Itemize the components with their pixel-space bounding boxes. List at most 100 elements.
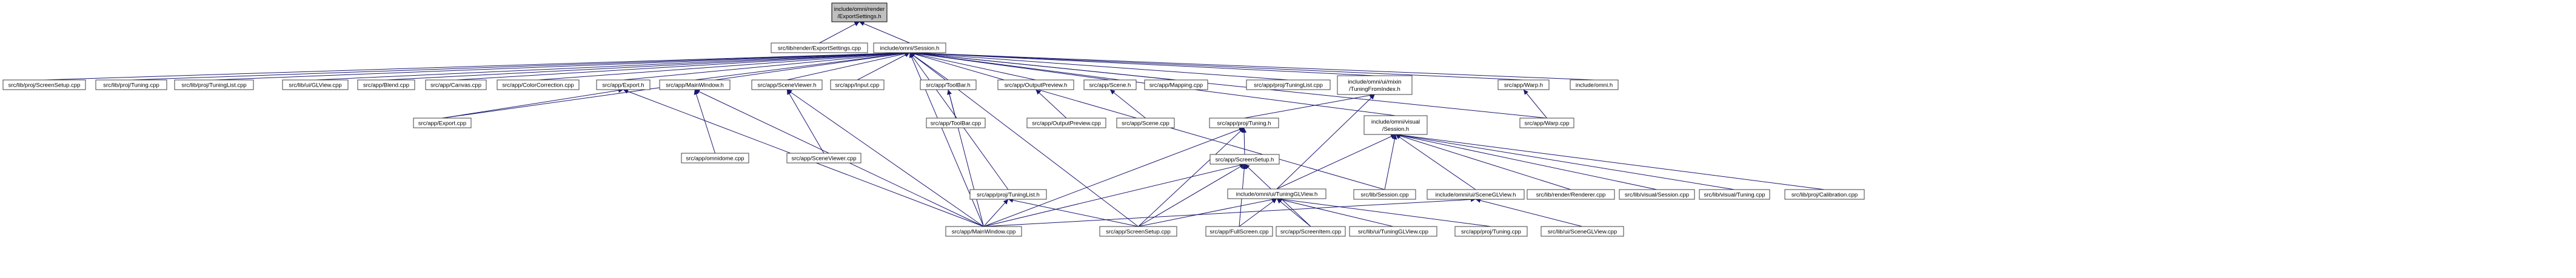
graph-node-lib-proj-calibration-cpp[interactable]: src/lib/proj/Calibration.cpp [1784, 189, 1865, 200]
graph-node-lib-proj-tuninglist-cpp[interactable]: src/lib/proj/TuningList.cpp [174, 79, 254, 90]
dependency-edge [538, 50, 910, 81]
edge-visual-session-h-to-ui-tuningglview-h [1276, 134, 1396, 190]
graph-node-visual-session-h[interactable]: include/omni/visual/Session.h [1363, 115, 1428, 135]
graph-node-app-omnidome-cpp[interactable]: src/app/omnidome.cpp [681, 153, 749, 164]
graph-node-lib-ui-tuningglview-cpp[interactable]: src/lib/ui/TuningGLView.cpp [1349, 226, 1437, 237]
graph-node-app-proj-tuninglist-h[interactable]: src/app/proj/TuningList.h [969, 189, 1047, 200]
node-box [1209, 117, 1279, 128]
node-box [357, 79, 415, 90]
edge-ui-sceneglview-h-to-lib-ui-sceneglview-cpp [1475, 198, 1583, 227]
node-label: src/lib/Session.cpp [1360, 192, 1408, 199]
graph-node-ui-mixin-tuningfromindex-h[interactable]: include/omni/ui/mixin/TuningFromIndex.h [1337, 75, 1413, 95]
graph-node-app-colorcorrection-cpp[interactable]: src/app/ColorCorrection.cpp [497, 79, 580, 90]
graph-node-app-screensetup-h[interactable]: src/app/ScreenSetup.h [1209, 154, 1280, 165]
node-label: src/lib/ui/TuningGLView.cpp [1358, 229, 1428, 236]
dependency-edge [213, 50, 910, 81]
graph-node-app-outputpreview-cpp[interactable]: src/app/OutputPreview.cpp [1026, 117, 1106, 128]
graph-node-app-mainwindow-cpp[interactable]: src/app/MainWindow.cpp [945, 226, 1022, 237]
dependency-edge [786, 51, 910, 81]
edge-session-h-to-lib-proj-tuninglist-cpp [213, 50, 910, 81]
graph-node-session-h[interactable]: include/omni/Session.h [873, 42, 946, 53]
node-box [1619, 189, 1695, 200]
edge-ui-tuningglview-h-to-app-proj-tuning-cpp [1276, 197, 1491, 227]
graph-node-app-scene-cpp[interactable]: src/app/Scene.cpp [1116, 117, 1175, 128]
graph-node-ui-tuningglview-h[interactable]: include/omni/ui/TuningGLView.h [1227, 188, 1326, 199]
node-box [659, 79, 731, 90]
node-label: src/app/Blend.cpp [363, 82, 409, 89]
graph-node-lib-ui-glview-cpp[interactable]: src/lib/ui/GLView.cpp [282, 79, 349, 90]
graph-node-app-proj-tuning-cpp[interactable]: src/app/proj/Tuning.cpp [1454, 226, 1528, 237]
node-label: src/app/ScreenSetup.h [1216, 157, 1274, 164]
node-box [1454, 226, 1528, 237]
graph-node-app-proj-tuning-h[interactable]: src/app/proj/Tuning.h [1209, 117, 1279, 128]
graph-node-app-warp-h[interactable]: src/app/Warp.h [1497, 79, 1550, 90]
graph-node-lib-ui-sceneglview-cpp[interactable]: src/lib/ui/SceneGLView.cpp [1541, 226, 1624, 237]
edge-session-h-to-app-input-cpp [857, 52, 910, 81]
dependency-edge [1138, 164, 1245, 227]
graph-node-ui-sceneglview-h[interactable]: include/omni/ui/SceneGLView.h [1427, 189, 1525, 200]
node-box [1427, 189, 1525, 200]
dependency-edge [909, 50, 1547, 119]
node-box [1209, 154, 1280, 165]
graph-node-app-sceneviewer-h[interactable]: src/app/SceneViewer.h [751, 79, 823, 90]
edge-ui-tuningglview-h-to-lib-ui-tuningglview-cpp [1276, 197, 1394, 227]
graph-node-app-sceneviewer-cpp[interactable]: src/app/SceneViewer.cpp [786, 153, 861, 164]
node-label: src/app/Scene.h [1089, 82, 1131, 89]
edge-ui-tuningglview-h-to-app-screenitem-cpp [1276, 198, 1311, 227]
graph-node-app-screensetup-cpp[interactable]: src/app/ScreenSetup.cpp [1099, 226, 1177, 237]
edge-visual-session-h-to-lib-session-cpp [1384, 134, 1397, 190]
node-box [1349, 226, 1437, 237]
node-label: src/lib/visual/Tuning.cpp [1704, 192, 1765, 199]
graph-node-lib-session-cpp[interactable]: src/lib/Session.cpp [1353, 189, 1416, 200]
node-label: src/app/FullScreen.cpp [1209, 229, 1268, 236]
graph-node-app-screenitem-cpp[interactable]: src/app/ScreenItem.cpp [1276, 226, 1346, 237]
node-label: src/app/Scene.cpp [1122, 121, 1169, 127]
node-box [681, 153, 749, 164]
edge-session-h-to-lib-ui-glview-cpp [315, 50, 910, 81]
dependency-edge [1276, 94, 1375, 190]
graph-node-lib-visual-session-cpp[interactable]: src/lib/visual/Session.cpp [1619, 189, 1695, 200]
node-box [945, 226, 1022, 237]
graph-node-app-mapping-cpp[interactable]: src/app/Mapping.cpp [1144, 79, 1208, 90]
graph-node-app-warp-cpp[interactable]: src/app/Warp.cpp [1519, 117, 1574, 128]
graph-node-lib-proj-screensetup-cpp[interactable]: src/lib/proj/ScreenSetup.cpp [2, 79, 86, 90]
node-box [425, 79, 487, 90]
graph-node-app-fullscreen-cpp[interactable]: src/app/FullScreen.cpp [1205, 226, 1273, 237]
graph-node-lib-proj-tuning-cpp[interactable]: src/lib/proj/Tuning.cpp [95, 79, 167, 90]
edge-session-h-to-app-screensetup-cpp [909, 52, 1139, 227]
edge-session-h-to-app-canvas-cpp [455, 50, 910, 81]
node-box [1497, 79, 1550, 90]
graph-node-app-input-cpp[interactable]: src/app/Input.cpp [830, 79, 885, 90]
graph-node-app-proj-tuninglist-cpp[interactable]: src/app/proj/TuningList.cpp [1246, 79, 1331, 90]
graph-node-lib-render-exportsettings-cpp[interactable]: src/lib/render/ExportSettings.cpp [771, 42, 868, 53]
dependency-edge [44, 50, 910, 81]
node-box [1337, 75, 1413, 95]
graph-node-app-toolbar-cpp[interactable]: src/app/ToolBar.cpp [926, 117, 986, 128]
node-label: src/lib/visual/Session.cpp [1625, 192, 1689, 199]
edge-session-h-to-ui-mixin-tuningfromindex-h [909, 50, 1375, 76]
graph-node-app-mainwindow-h[interactable]: src/app/MainWindow.h [659, 79, 731, 90]
edge-session-h-to-app-proj-tuninglist-cpp [909, 50, 1289, 81]
graph-node-app-blend-cpp[interactable]: src/app/Blend.cpp [357, 79, 415, 90]
node-label: src/app/Warp.h [1504, 82, 1543, 89]
edge-app-toolbar-h-to-app-mainwindow-cpp [947, 89, 984, 227]
graph-node-app-export-cpp[interactable]: src/app/Export.cpp [413, 117, 472, 128]
edge-app-outputpreview-h-to-app-outputpreview-cpp [1035, 89, 1067, 119]
graph-node-lib-render-renderer-cpp[interactable]: src/lib/render/Renderer.cpp [1527, 189, 1615, 200]
node-box [1363, 115, 1428, 135]
dependency-edge [1395, 133, 1735, 190]
graph-node-app-outputpreview-h[interactable]: src/app/OutputPreview.h [997, 79, 1074, 90]
dependency-edge [1239, 198, 1277, 227]
graph-node-lib-visual-tuning-cpp[interactable]: src/lib/visual/Tuning.cpp [1699, 189, 1770, 200]
node-box [1227, 188, 1326, 199]
node-label: include/omni/Session.h [880, 45, 940, 52]
graph-node-app-canvas-cpp[interactable]: src/app/Canvas.cpp [425, 79, 487, 90]
graph-node-omni-h[interactable]: include/omni.h [1570, 79, 1619, 90]
graph-node-app-toolbar-h[interactable]: src/app/ToolBar.h [920, 79, 977, 90]
edge-session-h-to-lib-proj-screensetup-cpp [44, 50, 910, 81]
graph-node-export-settings-h[interactable]: include/omni/render/ExportSettings.h [831, 2, 888, 22]
graph-node-app-scene-h[interactable]: src/app/Scene.h [1083, 79, 1137, 90]
dependency-edge [786, 89, 984, 227]
graph-node-app-export-h[interactable]: src/app/Export.h [596, 79, 651, 90]
dependency-edge [1276, 197, 1394, 227]
